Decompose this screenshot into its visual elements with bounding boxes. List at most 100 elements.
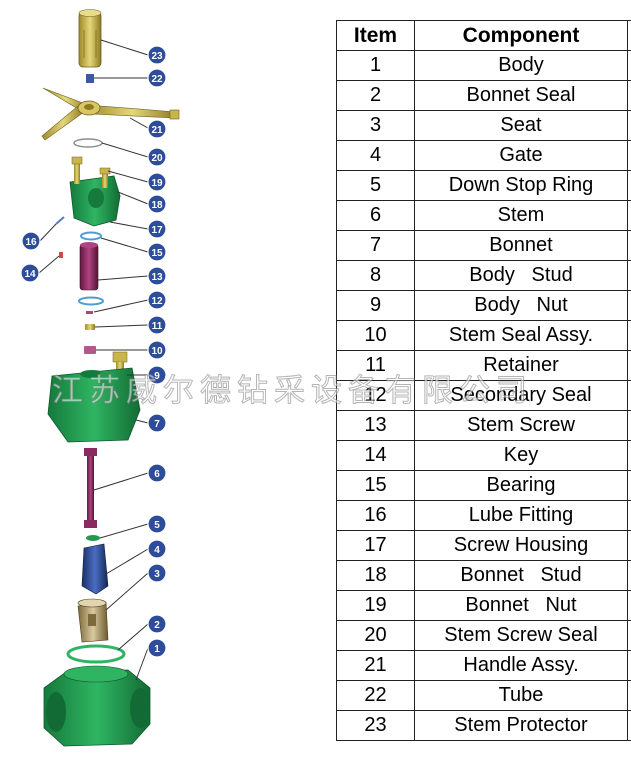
extra-cell [627,170,631,201]
component-name: Gate [414,140,628,171]
key-part [59,252,63,258]
item-number: 18 [336,560,415,591]
item-number: 15 [336,470,415,501]
callout-9: 9 [147,365,167,385]
stem-part [84,448,97,528]
extra-cell [627,680,631,711]
callout-14: 14 [20,263,40,283]
svg-text:18: 18 [151,200,163,211]
svg-text:19: 19 [151,178,163,189]
extra-cell [627,590,631,621]
stem-seal-assembly-part [84,346,96,354]
bearing-part [80,231,102,241]
stem-protector-part [78,9,102,68]
lube-fitting-part [55,216,65,225]
callout-17: 17 [147,219,167,239]
item-number: 3 [336,110,415,141]
item-number: 2 [336,80,415,111]
header-item: Item [336,20,415,51]
component-name: Seat [414,110,628,141]
callout-16: 16 [21,231,41,251]
component-name: Stem [414,200,628,231]
item-number: 21 [336,650,415,681]
item-number: 19 [336,590,415,621]
component-name: Bonnet Seal [414,80,628,111]
callout-3: 3 [147,563,167,583]
extra-cell [627,410,631,441]
component-name: Lube Fitting [414,500,628,531]
extra-cell [627,320,631,351]
extra-cell [627,380,631,411]
callout-1: 1 [147,638,167,658]
svg-text:21: 21 [151,125,163,136]
callout-22: 22 [147,68,167,88]
extra-cell [627,350,631,381]
handle-assembly-part [41,87,180,141]
extra-cell [627,440,631,471]
svg-text:10: 10 [151,346,163,357]
component-name: Bonnet [414,230,628,261]
component-name: Body Nut [414,290,628,321]
extra-cell [627,560,631,591]
component-name: Retainer [414,350,628,381]
component-name: Bonnet Nut [414,590,628,621]
svg-text:6: 6 [154,469,160,480]
component-name: Stem Screw [414,410,628,441]
item-number: 23 [336,710,415,741]
item-number: 4 [336,140,415,171]
extra-cell [627,470,631,501]
callout-18: 18 [147,194,167,214]
callout-11: 11 [147,315,167,335]
item-number: 22 [336,680,415,711]
table-header-row: Item Component [336,20,631,51]
callout-5: 5 [147,514,167,534]
component-name: Secondary Seal [414,380,628,411]
item-number: 16 [336,500,415,531]
component-name: Stem Seal Assy. [414,320,628,351]
leader-lines [38,39,149,681]
secondary-seal-part [78,296,104,306]
small-ring-part [86,311,93,314]
item-number: 14 [336,440,415,471]
item-number: 20 [336,620,415,651]
svg-text:4: 4 [154,545,160,556]
component-name: Bearing [414,470,628,501]
extra-cell [627,290,631,321]
extra-cell [627,140,631,171]
svg-text:11: 11 [152,321,163,332]
callout-7: 7 [147,413,167,433]
extra-cell [627,200,631,231]
screw-housing-part [69,156,121,227]
svg-text:12: 12 [151,296,163,307]
component-name: Body [414,50,628,81]
stem-screw-part [79,242,99,291]
component-name: Tube [414,680,628,711]
seat-part [77,598,109,643]
svg-text:2: 2 [154,620,160,631]
item-number: 1 [336,50,415,81]
callout-21: 21 [147,119,167,139]
svg-text:5: 5 [154,520,160,531]
svg-text:9: 9 [154,371,160,382]
extra-cell [627,110,631,141]
callout-4: 4 [147,539,167,559]
callout-19: 19 [147,172,167,192]
svg-text:1: 1 [154,644,160,655]
svg-text:3: 3 [154,569,160,580]
svg-text:23: 23 [151,51,163,62]
svg-text:13: 13 [151,272,163,283]
bonnet-seal-part [66,644,126,664]
extra-cell [627,50,631,81]
svg-text:17: 17 [151,225,163,236]
item-number: 17 [336,530,415,561]
